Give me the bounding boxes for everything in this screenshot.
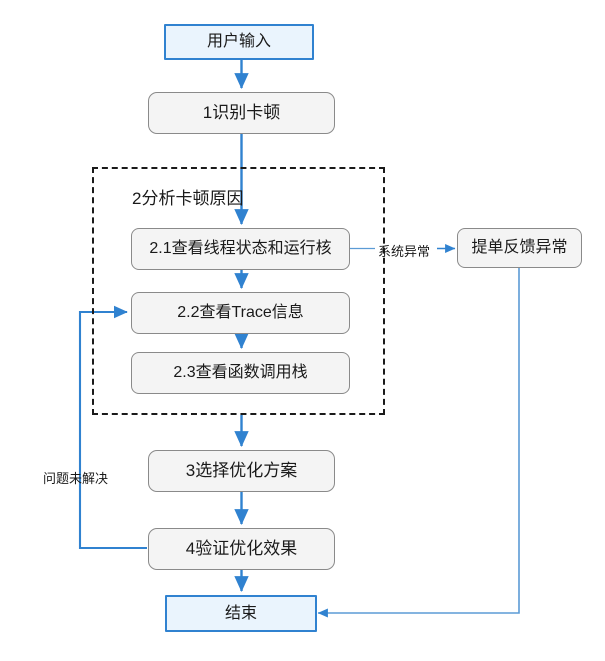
group-analyze-causes (92, 167, 385, 415)
edge-label-system-exception: 系统异常 (378, 244, 431, 259)
node-step1-identify-lag[interactable]: 1识别卡顿 (148, 92, 335, 134)
node-user-input[interactable]: 用户输入 (164, 24, 314, 60)
node-step4-verify-effect[interactable]: 4验证优化效果 (148, 528, 335, 570)
node-end[interactable]: 结束 (165, 595, 317, 632)
node-feedback-exception[interactable]: 提单反馈异常 (457, 228, 582, 268)
node-step2-3-call-stack[interactable]: 2.3查看函数调用栈 (131, 352, 350, 394)
node-step2-2-trace-info[interactable]: 2.2查看Trace信息 (131, 292, 350, 334)
node-step2-1-thread-state[interactable]: 2.1查看线程状态和运行核 (131, 228, 350, 270)
group-title-analyze-causes: 2分析卡顿原因 (132, 189, 244, 208)
edge-label-unresolved: 问题未解决 (43, 471, 109, 486)
node-step3-choose-optimization[interactable]: 3选择优化方案 (148, 450, 335, 492)
